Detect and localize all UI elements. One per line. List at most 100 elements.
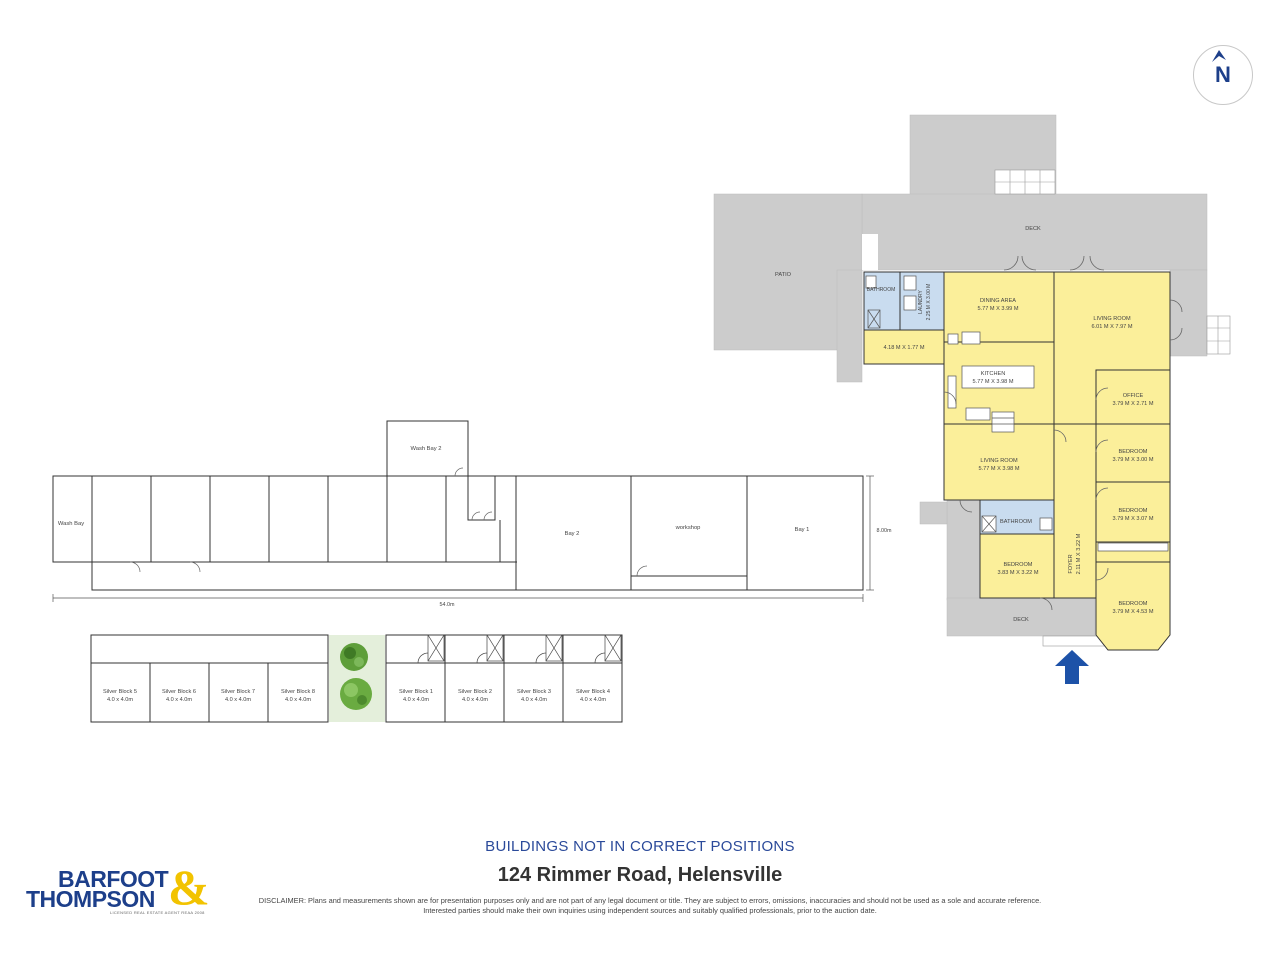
block-label-size: 4.0 x 4.0m — [403, 697, 429, 703]
house-outdoor — [713, 114, 1208, 637]
room-office — [1095, 369, 1171, 425]
label-bedroom-2-size: 3.79 M X 3.07 M — [1112, 516, 1153, 522]
deck-bottom — [946, 597, 1096, 637]
shed-bay-2 — [515, 475, 632, 591]
room-hall — [863, 329, 945, 365]
block-label-name: Silver Block 8 — [281, 689, 315, 695]
block-label-name: Silver Block 4 — [576, 689, 610, 695]
shed-labels: Wash Bay Wash Bay 2 Bay 2 workshop Bay 1… — [58, 446, 892, 608]
label-kitchen-size: 5.77 M X 3.98 M — [972, 379, 1013, 385]
shed-bay-1 — [746, 475, 864, 591]
deck-top — [861, 193, 1208, 271]
block-label-name: Silver Block 5 — [103, 689, 137, 695]
block-label-size: 4.0 x 4.0m — [580, 697, 606, 703]
logo-line-1: BARFOOT — [58, 866, 169, 892]
trees — [329, 635, 385, 722]
label-bedroom-3: BEDROOM — [1004, 562, 1033, 568]
shed — [52, 420, 864, 591]
label-office: OFFICE — [1123, 393, 1144, 399]
logo-line-2: THOMPSON — [26, 886, 155, 912]
north-arrow-icon — [1212, 50, 1226, 62]
label-deck-bottom: DECK — [1013, 617, 1029, 623]
deck-left-bottom — [946, 499, 981, 601]
block-label-size: 4.0 x 4.0m — [225, 697, 251, 703]
block-x-markers — [417, 634, 622, 664]
shed-dimension-lines — [52, 475, 874, 602]
block-7 — [208, 662, 269, 723]
north-compass: N — [1193, 45, 1253, 105]
house-doors — [943, 255, 1183, 611]
room-bedroom-2 — [1095, 481, 1171, 543]
shed-main — [91, 475, 518, 591]
patio-extension — [836, 269, 863, 383]
label-dining: DINING AREA — [980, 298, 1016, 304]
block-label-name: Silver Block 2 — [458, 689, 492, 695]
porch-left — [919, 501, 948, 525]
brand-logo: BARFOOT THOMPSON & LICENSED REAL ESTATE … — [26, 859, 226, 916]
label-bay-2: Bay 2 — [565, 531, 580, 537]
label-bathroom-bottom: BATHROOM — [1000, 519, 1032, 525]
label-bedroom-3-size: 3.83 M X 3.22 M — [997, 570, 1038, 576]
shed-doors — [129, 467, 648, 577]
blocks-left-roof — [90, 634, 329, 664]
silver-blocks-right — [385, 634, 623, 723]
block-label-name: Silver Block 3 — [517, 689, 551, 695]
label-bay-1: Bay 1 — [795, 527, 810, 533]
label-shed-width: 54.0m — [440, 602, 455, 608]
label-deck-top: DECK — [1025, 226, 1041, 232]
label-shed-depth: 8.00m — [877, 528, 892, 534]
room-dining — [943, 271, 1055, 343]
label-foyer-size: 2.11 M X 3.22 M — [1076, 533, 1082, 574]
label-patio: PATIO — [775, 272, 792, 278]
block-label-size: 4.0 x 4.0m — [166, 697, 192, 703]
block-label-name: Silver Block 6 — [162, 689, 196, 695]
label-living-top: LIVING ROOM — [1093, 316, 1131, 322]
house-labels: DECK PATIO DECK BATHROOM LAUNDRY 2.25 M … — [775, 226, 1154, 623]
deck-steps — [994, 169, 1231, 647]
block-label-size: 4.0 x 4.0m — [285, 697, 311, 703]
shed-wash-bay — [52, 475, 93, 563]
block-label-size: 4.0 x 4.0m — [462, 697, 488, 703]
logo-tagline: LICENSED REAL ESTATE AGENT REAA 2008 — [110, 910, 205, 915]
deck-right — [1169, 269, 1208, 357]
block-label-name: Silver Block 7 — [221, 689, 255, 695]
label-bedroom-1-size: 3.79 M X 3.00 M — [1112, 457, 1153, 463]
entry-arrow-icon — [1055, 650, 1089, 684]
room-foyer — [1053, 423, 1097, 599]
page-title: 124 Rimmer Road, Helensville — [497, 864, 783, 886]
label-wash-bay: Wash Bay — [58, 521, 84, 527]
block-labels: Silver Block 5 4.0 x 4.0m Silver Block 6 4.… — [103, 689, 610, 703]
silver-blocks-left — [90, 634, 329, 723]
label-living-top-size: 6.01 M X 7.97 M — [1091, 324, 1132, 330]
shed-workshop — [630, 475, 748, 591]
label-workshop: workshop — [675, 525, 701, 531]
label-office-size: 3.79 M X 2.71 M — [1112, 401, 1153, 407]
block-label-name: Silver Block 1 — [399, 689, 433, 695]
label-bathroom-top: BATHROOM — [867, 287, 896, 293]
steps-right — [1206, 315, 1231, 355]
compass-label: N — [1215, 62, 1231, 87]
shed-wash-bay-2 — [386, 420, 469, 477]
room-bedroom-4 — [1095, 561, 1171, 651]
block-5 — [90, 662, 151, 723]
label-wash-bay-2: Wash Bay 2 — [410, 446, 441, 452]
shed-partitions — [92, 476, 747, 577]
logo-ampersand: & — [168, 859, 210, 915]
block-8 — [267, 662, 329, 723]
subtitle: BUILDINGS NOT IN CORRECT POSITIONS — [485, 838, 795, 855]
label-laundry-size: 2.25 M X 3.00 M — [926, 284, 932, 321]
patio-white-notch — [862, 234, 878, 270]
label-bedroom-2: BEDROOM — [1119, 508, 1148, 514]
label-bedroom-4: BEDROOM — [1119, 601, 1148, 607]
room-bedroom-1 — [1095, 423, 1171, 483]
disclaimer: DISCLAIMER: Plans and measurements shown… — [258, 896, 1042, 915]
label-hall-size: 4.18 M X 1.77 M — [883, 345, 924, 351]
label-kitchen: KITCHEN — [981, 371, 1006, 377]
block-label-size: 4.0 x 4.0m — [521, 697, 547, 703]
label-dining-size: 5.77 M X 3.99 M — [977, 306, 1018, 312]
label-bedroom-1: BEDROOM — [1119, 449, 1148, 455]
label-living-bottom: LIVING ROOM — [980, 458, 1018, 464]
house-fixtures — [865, 275, 1169, 552]
label-foyer: FOYER — [1068, 554, 1074, 573]
